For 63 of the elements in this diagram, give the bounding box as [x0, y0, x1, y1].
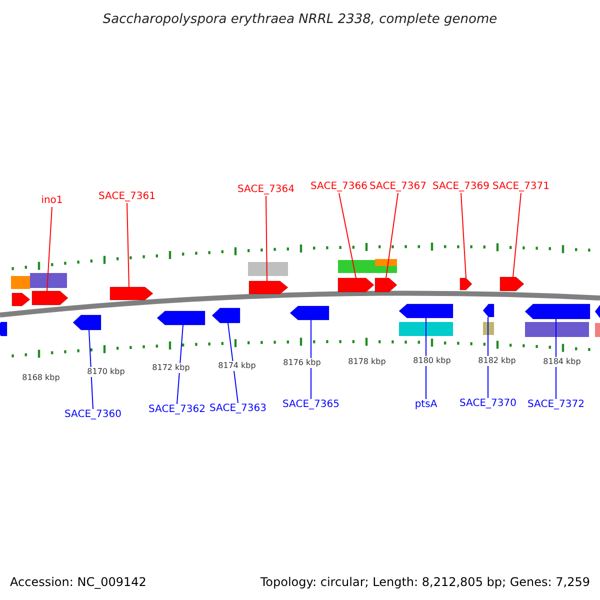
gene-label: SACE_7361 [98, 191, 156, 203]
gene-label: ptsA [414, 399, 438, 411]
gene-label: SACE_7370 [460, 398, 516, 410]
gene-feature [290, 306, 330, 320]
leader-line [266, 196, 268, 282]
gene-block [525, 322, 589, 337]
leader-line [310, 320, 312, 400]
gene-feature [398, 304, 454, 318]
leader-line [460, 192, 466, 278]
leader-line [386, 192, 398, 278]
gene-feature [212, 308, 240, 324]
gene-feature [482, 304, 494, 318]
gene-block [399, 322, 453, 336]
gene-feature [338, 278, 374, 292]
tick-label: 8174 kbp [218, 361, 256, 371]
gene-block [30, 273, 67, 288]
gene-feature [156, 310, 206, 326]
gene-feature [248, 280, 288, 294]
gene-feature [110, 286, 154, 300]
tick-label: 8170 kbp [87, 367, 125, 377]
tick-label: 8180 kbp [413, 356, 451, 366]
genome-summary-text: Topology: circular; Length: 8,212,805 bp; Genes: 7,259 [260, 575, 590, 589]
gene-block [483, 322, 494, 335]
gene-feature [72, 314, 102, 330]
gene-block [595, 323, 600, 337]
leader-line [512, 192, 522, 278]
gene-block [375, 259, 397, 266]
leader-line [338, 192, 356, 278]
accession-text: Accession: NC_009142 [10, 575, 146, 589]
gene-feature [0, 322, 8, 336]
gene-block [11, 276, 30, 289]
leader-line [126, 202, 130, 288]
gene-feature [374, 278, 398, 292]
gene-block [248, 262, 288, 276]
gene-label: SACE_7366 [310, 181, 368, 193]
leader-line [46, 206, 52, 292]
tick-label: 8178 kbp [348, 357, 386, 367]
tick-label: 8168 kbp [22, 373, 60, 383]
gene-label: ino1 [41, 195, 63, 207]
gene-label: SACE_7363 [210, 403, 266, 415]
gene-label: SACE_7360 [64, 409, 122, 421]
leader-line [228, 322, 238, 404]
gene-label: SACE_7362 [148, 404, 206, 416]
gene-feature [460, 278, 472, 290]
gene-block [338, 260, 375, 273]
gene-label: SACE_7371 [492, 181, 550, 193]
title: Saccharopolyspora erythraea NRRL 2338, complete genome [102, 12, 498, 27]
tick-label: 8184 kbp [543, 357, 581, 367]
leader-line [88, 330, 94, 410]
gene-label: SACE_7367 [370, 181, 426, 193]
gene-feature [524, 304, 590, 320]
gene-label: SACE_7372 [528, 399, 584, 411]
tick-label: 8172 kbp [152, 363, 190, 373]
tick-label: 8182 kbp [478, 356, 516, 366]
gene-block [375, 266, 397, 273]
gene-feature [12, 292, 30, 306]
gene-feature [500, 276, 524, 292]
gene-label: SACE_7364 [238, 184, 294, 196]
leader-line [176, 324, 184, 404]
tick-label: 8176 kbp [283, 358, 321, 368]
gene-feature [594, 304, 600, 318]
gene-label: SACE_7365 [282, 399, 340, 411]
gene-label: SACE_7369 [432, 181, 490, 193]
